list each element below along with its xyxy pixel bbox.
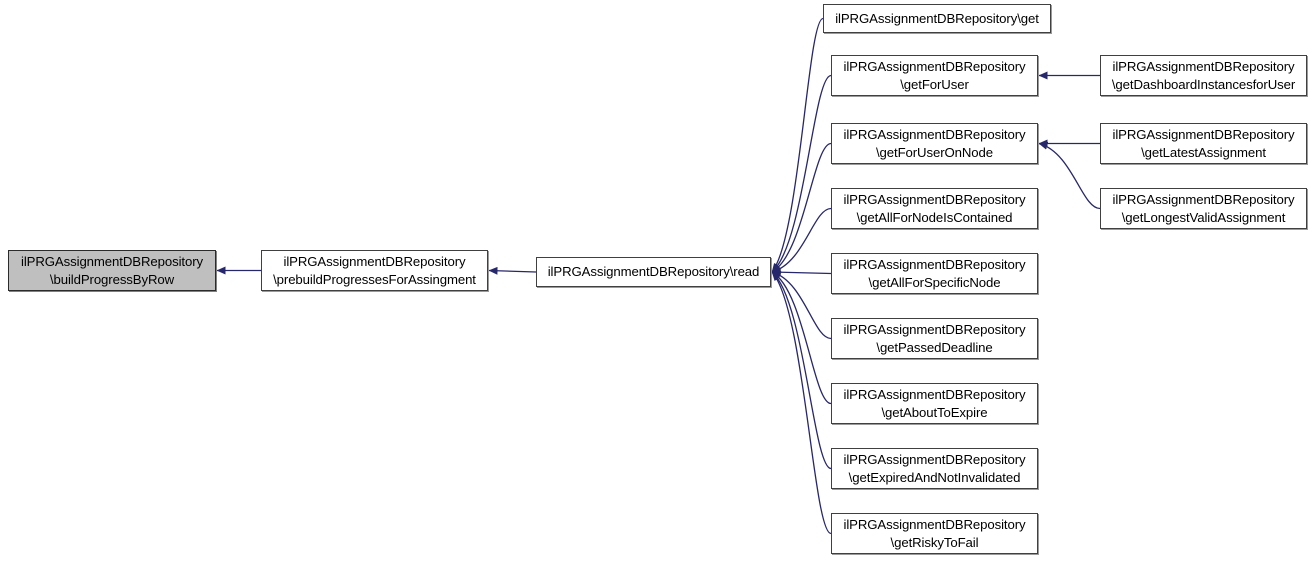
graph-node-getExpiredAndNotInvalidated[interactable]: ilPRGAssignmentDBRepository \getExpiredA… (831, 448, 1038, 489)
graph-edge-getLongestValidAssignment-to-getForUserOnNode (1038, 141, 1101, 210)
graph-node-buildProgressByRow: ilPRGAssignmentDBRepository \buildProgre… (8, 250, 216, 291)
graph-node-read[interactable]: ilPRGAssignmentDBRepository\read (536, 257, 771, 287)
graph-edge-read-to-prebuildProgressesForAssingment (488, 266, 537, 275)
graph-edge-getForUserOnNode-to-read (771, 142, 832, 273)
graph-node-getAllForSpecificNode[interactable]: ilPRGAssignmentDBRepository \getAllForSp… (831, 253, 1038, 294)
graph-node-getAboutToExpire[interactable]: ilPRGAssignmentDBRepository \getAboutToE… (831, 383, 1038, 424)
graph-node-getLongestValidAssignment[interactable]: ilPRGAssignmentDBRepository \getLongestV… (1100, 188, 1307, 229)
graph-node-getPassedDeadline[interactable]: ilPRGAssignmentDBRepository \getPassedDe… (831, 318, 1038, 359)
graph-node-getAllForNodeIsContained[interactable]: ilPRGAssignmentDBRepository \getAllForNo… (831, 188, 1038, 229)
graph-node-getRiskyToFail[interactable]: ilPRGAssignmentDBRepository \getRiskyToF… (831, 513, 1038, 554)
graph-edge-getPassedDeadline-to-read (771, 270, 832, 340)
graph-node-prebuildProgressesForAssingment[interactable]: ilPRGAssignmentDBRepository \prebuildPro… (261, 250, 488, 291)
graph-node-getForUserOnNode[interactable]: ilPRGAssignmentDBRepository \getForUserO… (831, 123, 1038, 164)
graph-node-getForUser[interactable]: ilPRGAssignmentDBRepository \getForUser (831, 55, 1038, 96)
graph-edge-getAllForNodeIsContained-to-read (771, 207, 832, 274)
graph-edge-getRiskyToFail-to-read (771, 271, 832, 535)
graph-edge-getForUser-to-read (771, 74, 832, 273)
graph-edge-get-to-read (771, 17, 824, 273)
graph-edge-getAboutToExpire-to-read (771, 271, 832, 405)
graph-node-getLatestAssignment[interactable]: ilPRGAssignmentDBRepository \getLatestAs… (1100, 123, 1307, 164)
graph-edge-getAllForSpecificNode-to-read (771, 268, 832, 277)
graph-node-get[interactable]: ilPRGAssignmentDBRepository\get (823, 4, 1051, 33)
graph-edge-getExpiredAndNotInvalidated-to-read (771, 271, 832, 470)
graph-node-getDashboardInstancesforUser[interactable]: ilPRGAssignmentDBRepository \getDashboar… (1100, 55, 1307, 96)
